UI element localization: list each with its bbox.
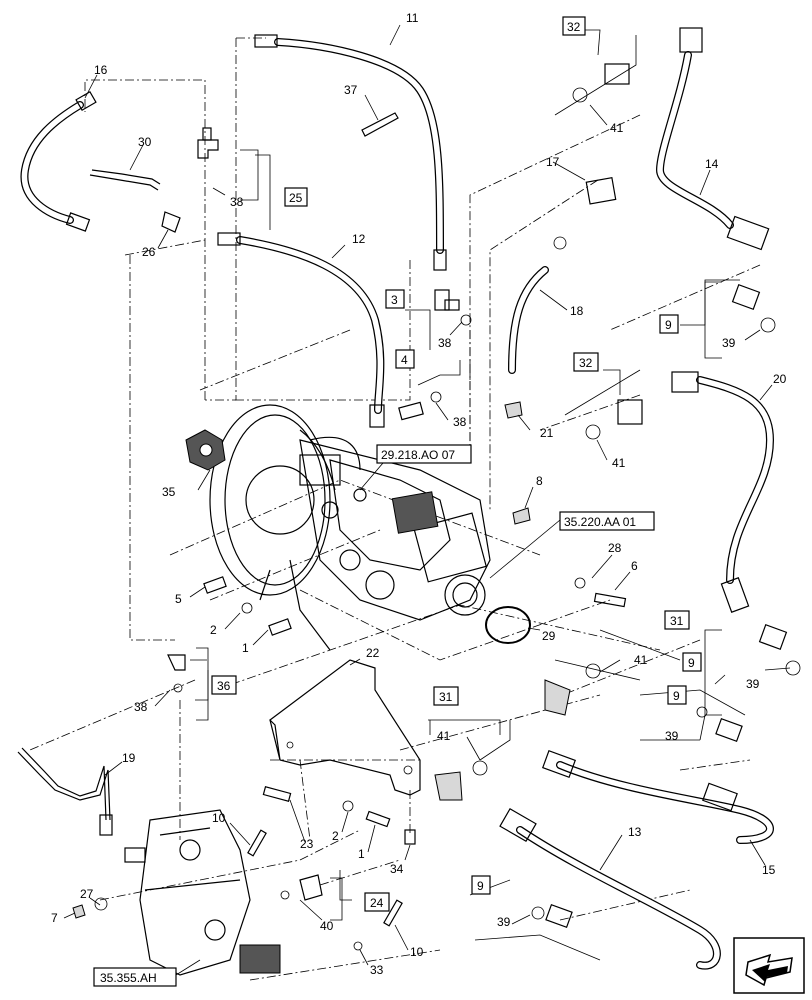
reference-boxes: 29.218.AO 07 35.220.AA 01 35.355.AH	[93, 444, 655, 987]
box-callout-31: 31	[664, 610, 690, 630]
box-callout-9: 9	[682, 652, 702, 672]
callout-1: 1	[358, 847, 365, 861]
box-callout-4: 4	[395, 349, 415, 369]
leader-lines	[63, 24, 791, 966]
callout-23: 23	[300, 837, 314, 851]
callout-26: 26	[142, 245, 156, 259]
callout-17: 17	[546, 155, 560, 169]
svg-text:25: 25	[289, 191, 303, 205]
box-callout-3: 3	[385, 289, 405, 309]
callout-34: 34	[390, 862, 404, 876]
reference-35-220[interactable]: 35.220.AA 01	[559, 511, 655, 531]
callout-38: 38	[230, 195, 244, 209]
callout-12: 12	[352, 232, 366, 246]
box-callout-9: 9	[667, 685, 687, 705]
callout-numbers: 11 16 30 37 38 26 12 38 38 17 18 21 14 3…	[51, 11, 787, 977]
boxed-callouts: 32 25 3 4 9 32 31 9	[211, 16, 702, 912]
callout-19: 19	[122, 751, 136, 765]
callout-29: 29	[542, 629, 556, 643]
callout-2: 2	[210, 623, 217, 637]
callout-30: 30	[138, 135, 152, 149]
svg-text:9: 9	[688, 656, 695, 670]
callout-10: 10	[410, 945, 424, 959]
callout-39: 39	[665, 729, 679, 743]
svg-text:31: 31	[670, 614, 684, 628]
svg-text:31: 31	[439, 690, 453, 704]
callout-38: 38	[438, 336, 452, 350]
callout-33: 33	[370, 963, 384, 977]
svg-text:4: 4	[401, 353, 408, 367]
callout-2: 2	[332, 829, 339, 843]
callout-38: 38	[453, 415, 467, 429]
callout-15: 15	[762, 863, 776, 877]
arrow-next-page-icon[interactable]	[733, 937, 805, 994]
callout-16: 16	[94, 63, 108, 77]
callout-20: 20	[773, 372, 787, 386]
callout-27: 27	[80, 887, 94, 901]
callout-5: 5	[175, 592, 182, 606]
box-callout-9: 9	[471, 875, 491, 895]
callout-41: 41	[610, 121, 624, 135]
svg-text:24: 24	[370, 896, 384, 910]
svg-text:3: 3	[391, 293, 398, 307]
box-callout-24: 24	[364, 892, 390, 912]
callout-14: 14	[705, 157, 719, 171]
callout-28: 28	[608, 541, 622, 555]
callout-8: 8	[536, 474, 543, 488]
box-callout-36: 36	[211, 675, 237, 695]
callout-40: 40	[320, 919, 334, 933]
box-callout-31: 31	[433, 686, 459, 706]
callout-22: 22	[366, 646, 380, 660]
svg-text:36: 36	[217, 679, 231, 693]
callout-13: 13	[628, 825, 642, 839]
svg-text:35.355.AH: 35.355.AH	[100, 971, 157, 985]
svg-text:29.218.AO 07: 29.218.AO 07	[381, 448, 455, 462]
callout-38: 38	[134, 700, 148, 714]
pump-assembly	[209, 404, 491, 651]
callout-21: 21	[540, 426, 554, 440]
callout-10: 10	[212, 811, 226, 825]
callout-1: 1	[242, 641, 249, 655]
svg-text:35.220.AA 01: 35.220.AA 01	[564, 515, 636, 529]
fittings	[72, 63, 801, 976]
box-callout-32: 32	[562, 16, 586, 36]
box-callout-9: 9	[659, 314, 679, 334]
hoses	[17, 27, 775, 970]
callout-37: 37	[344, 83, 358, 97]
callout-6: 6	[631, 559, 638, 573]
callout-41: 41	[634, 653, 648, 667]
callout-41: 41	[612, 456, 626, 470]
callout-18: 18	[570, 304, 584, 318]
callout-11: 11	[406, 11, 419, 25]
callout-7: 7	[51, 911, 58, 925]
box-callout-32: 32	[573, 352, 599, 372]
callout-39: 39	[497, 915, 511, 929]
svg-text:9: 9	[665, 318, 672, 332]
reference-29-218[interactable]: 29.218.AO 07	[376, 444, 472, 464]
callout-41: 41	[437, 729, 451, 743]
svg-text:32: 32	[579, 356, 593, 370]
reference-35-355[interactable]: 35.355.AH	[93, 967, 177, 987]
callout-39: 39	[722, 336, 736, 350]
callout-39: 39	[746, 677, 760, 691]
svg-text:9: 9	[673, 689, 680, 703]
callout-35: 35	[162, 485, 176, 499]
svg-text:9: 9	[477, 879, 484, 893]
box-callout-25: 25	[284, 187, 308, 207]
svg-text:32: 32	[567, 20, 581, 34]
